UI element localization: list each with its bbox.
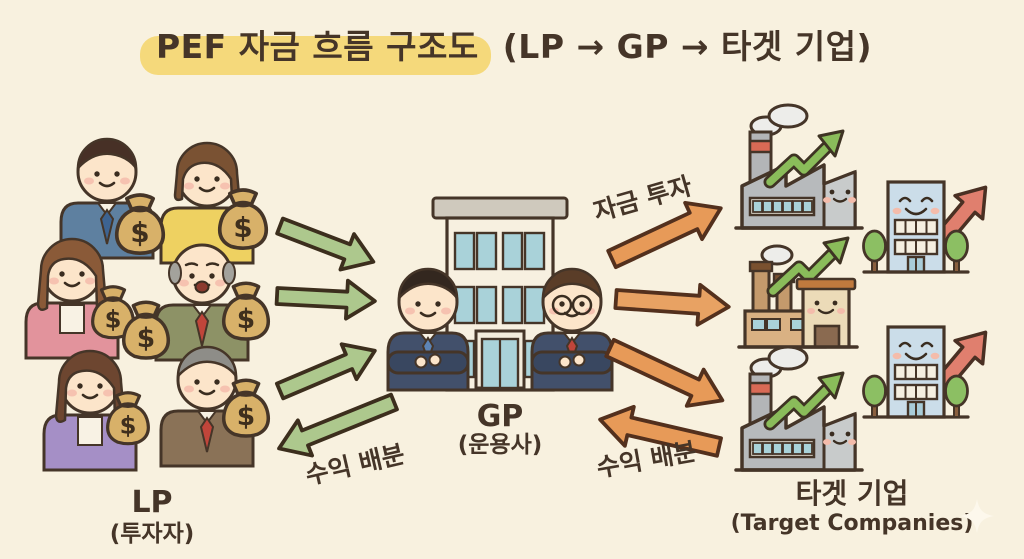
lp-label: LP	[131, 485, 172, 520]
target-companies-illustration	[736, 105, 1002, 470]
gp-manager-left	[386, 267, 470, 392]
money-bag-icon	[221, 281, 271, 341]
green-return-arrow-icon	[277, 392, 399, 458]
green-arrow-icon	[275, 216, 376, 272]
factory-growth-icon	[736, 347, 862, 470]
title-suffix-text: (LP → GP → 타겟 기업)	[502, 27, 873, 66]
gp-to-target-arrows: 자금 투자 수익 배분	[590, 171, 731, 483]
building-growth-icon	[861, 173, 1002, 274]
title-highlighted-text: PEF 자금 흐름 구조도	[139, 20, 491, 75]
gp-label: GP	[477, 399, 524, 434]
orange-arrow-icon	[606, 200, 723, 270]
sparkle-icon	[960, 499, 994, 533]
lp-sublabel: (투자자)	[110, 521, 195, 547]
gp-sublabel: (운용사)	[458, 432, 543, 458]
target-sublabel: (Target Companies)	[731, 511, 974, 536]
gp-office-illustration	[386, 196, 614, 392]
building-growth-icon	[861, 318, 1002, 419]
page-title: PEF 자금 흐름 구조도 (LP → GP → 타겟 기업)	[0, 20, 1024, 75]
factory-growth-icon	[737, 236, 859, 349]
orange-arrow-icon	[604, 337, 725, 408]
target-label: 타겟 기업	[796, 477, 909, 510]
green-arrow-icon	[274, 278, 377, 321]
orange-return-arrow-icon	[598, 404, 723, 458]
lp-investors-illustration	[24, 137, 271, 472]
lp-return-label: 수익 배분	[303, 439, 408, 490]
target-return-label: 수익 배분	[594, 437, 698, 483]
gp-building-windows	[453, 231, 546, 379]
factory-growth-icon	[736, 105, 862, 228]
green-arrow-icon	[274, 342, 377, 401]
gp-manager-right	[530, 267, 614, 392]
orange-arrow-icon	[613, 282, 731, 327]
